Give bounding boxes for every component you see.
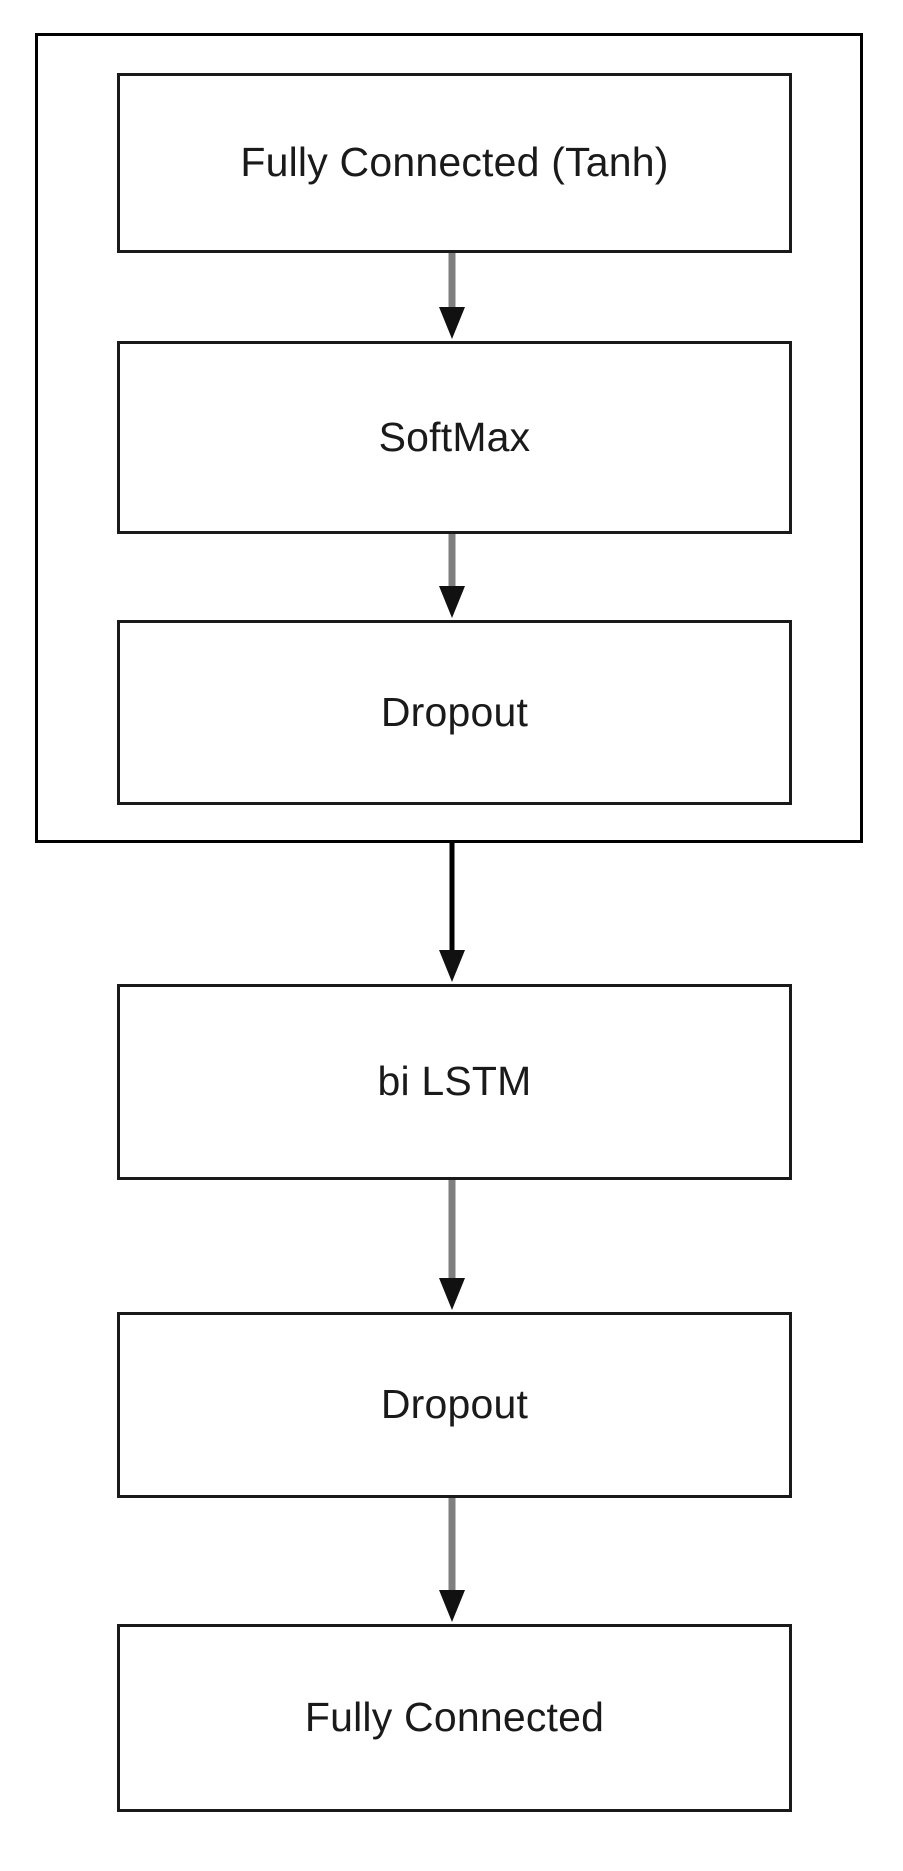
connector-fc-tanh-to-softmax	[438, 253, 466, 341]
node-label-dropout-1: Dropout	[380, 688, 529, 735]
node-bi-lstm[interactable]: bi LSTM	[117, 984, 792, 1180]
node-label-fully-connected-tanh: Fully Connected (Tanh)	[240, 139, 669, 186]
node-fully-connected[interactable]: Fully Connected	[117, 1624, 792, 1812]
node-softmax[interactable]: SoftMax	[117, 341, 792, 534]
node-label-fully-connected: Fully Connected	[304, 1694, 605, 1741]
node-dropout-1[interactable]: Dropout	[117, 620, 792, 805]
node-fully-connected-tanh[interactable]: Fully Connected (Tanh)	[117, 73, 792, 253]
connector-softmax-to-dropout-1	[438, 534, 466, 620]
node-label-dropout-2: Dropout	[380, 1381, 529, 1428]
node-label-softmax: SoftMax	[378, 413, 531, 460]
node-dropout-2[interactable]: Dropout	[117, 1312, 792, 1498]
connector-bi-lstm-to-dropout-2	[438, 1180, 466, 1312]
node-label-bi-lstm: bi LSTM	[377, 1058, 532, 1105]
connector-dropout-2-to-fully-connected	[438, 1498, 466, 1624]
connector-dropout-1-to-bi-lstm	[438, 843, 466, 984]
